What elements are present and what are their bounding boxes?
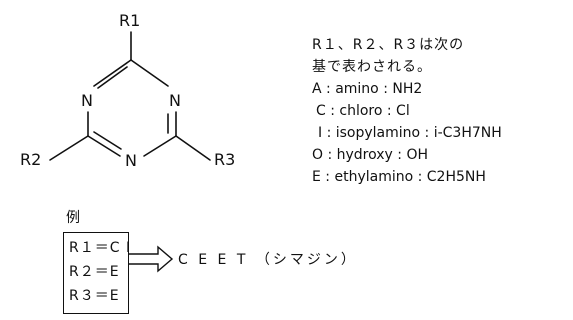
example-box: R１＝C I R２＝E R３＝E xyxy=(63,232,132,314)
example-row-r2: R２＝E xyxy=(69,264,120,280)
example-row-r1: R１＝C I xyxy=(69,240,132,256)
example-row-r3: R３＝E xyxy=(69,288,120,304)
legend-item-chloro: C : chloro : Cl xyxy=(316,103,410,119)
legend-item-amino: A : amino : NH2 xyxy=(312,81,423,97)
example-label: 例 xyxy=(66,210,80,226)
bond-bottom-left xyxy=(87,135,121,157)
legend-intro-line-1: R１、R２、R３は次の xyxy=(312,37,465,53)
bond-top-left-double xyxy=(97,66,128,89)
legend-intro-line-2: 基で表わされる。 xyxy=(312,59,432,75)
label-n-left: N xyxy=(81,91,93,110)
bond-bottom-left-double xyxy=(93,131,122,150)
bond-top-right xyxy=(130,59,169,87)
bond-r3 xyxy=(175,135,211,161)
legend-item-isopylamino: I : isopylamino : i-C3H7NH xyxy=(318,125,502,141)
label-r3: R3 xyxy=(214,150,235,169)
example-result: C E E T （シマジン） xyxy=(178,252,358,268)
label-n-bottom: N xyxy=(125,151,137,170)
substituent-legend: R１、R２、R３は次の 基で表わされる。 A : amino : NH2 C :… xyxy=(312,34,562,188)
bond-r2 xyxy=(49,135,89,161)
legend-item-hydroxy: O : hydroxy : OH xyxy=(312,147,428,163)
bond-top-left xyxy=(93,59,132,87)
label-n-right: N xyxy=(169,91,181,110)
label-r1: R1 xyxy=(119,11,140,30)
label-r2: R2 xyxy=(20,150,41,169)
right-arrow-icon xyxy=(129,245,174,273)
legend-item-ethylamino: E : ethylamino : C2H5NH xyxy=(312,169,486,185)
bond-bottom-right xyxy=(143,135,177,157)
triazine-ring-structure: R1 N N N R2 R3 xyxy=(20,11,235,170)
